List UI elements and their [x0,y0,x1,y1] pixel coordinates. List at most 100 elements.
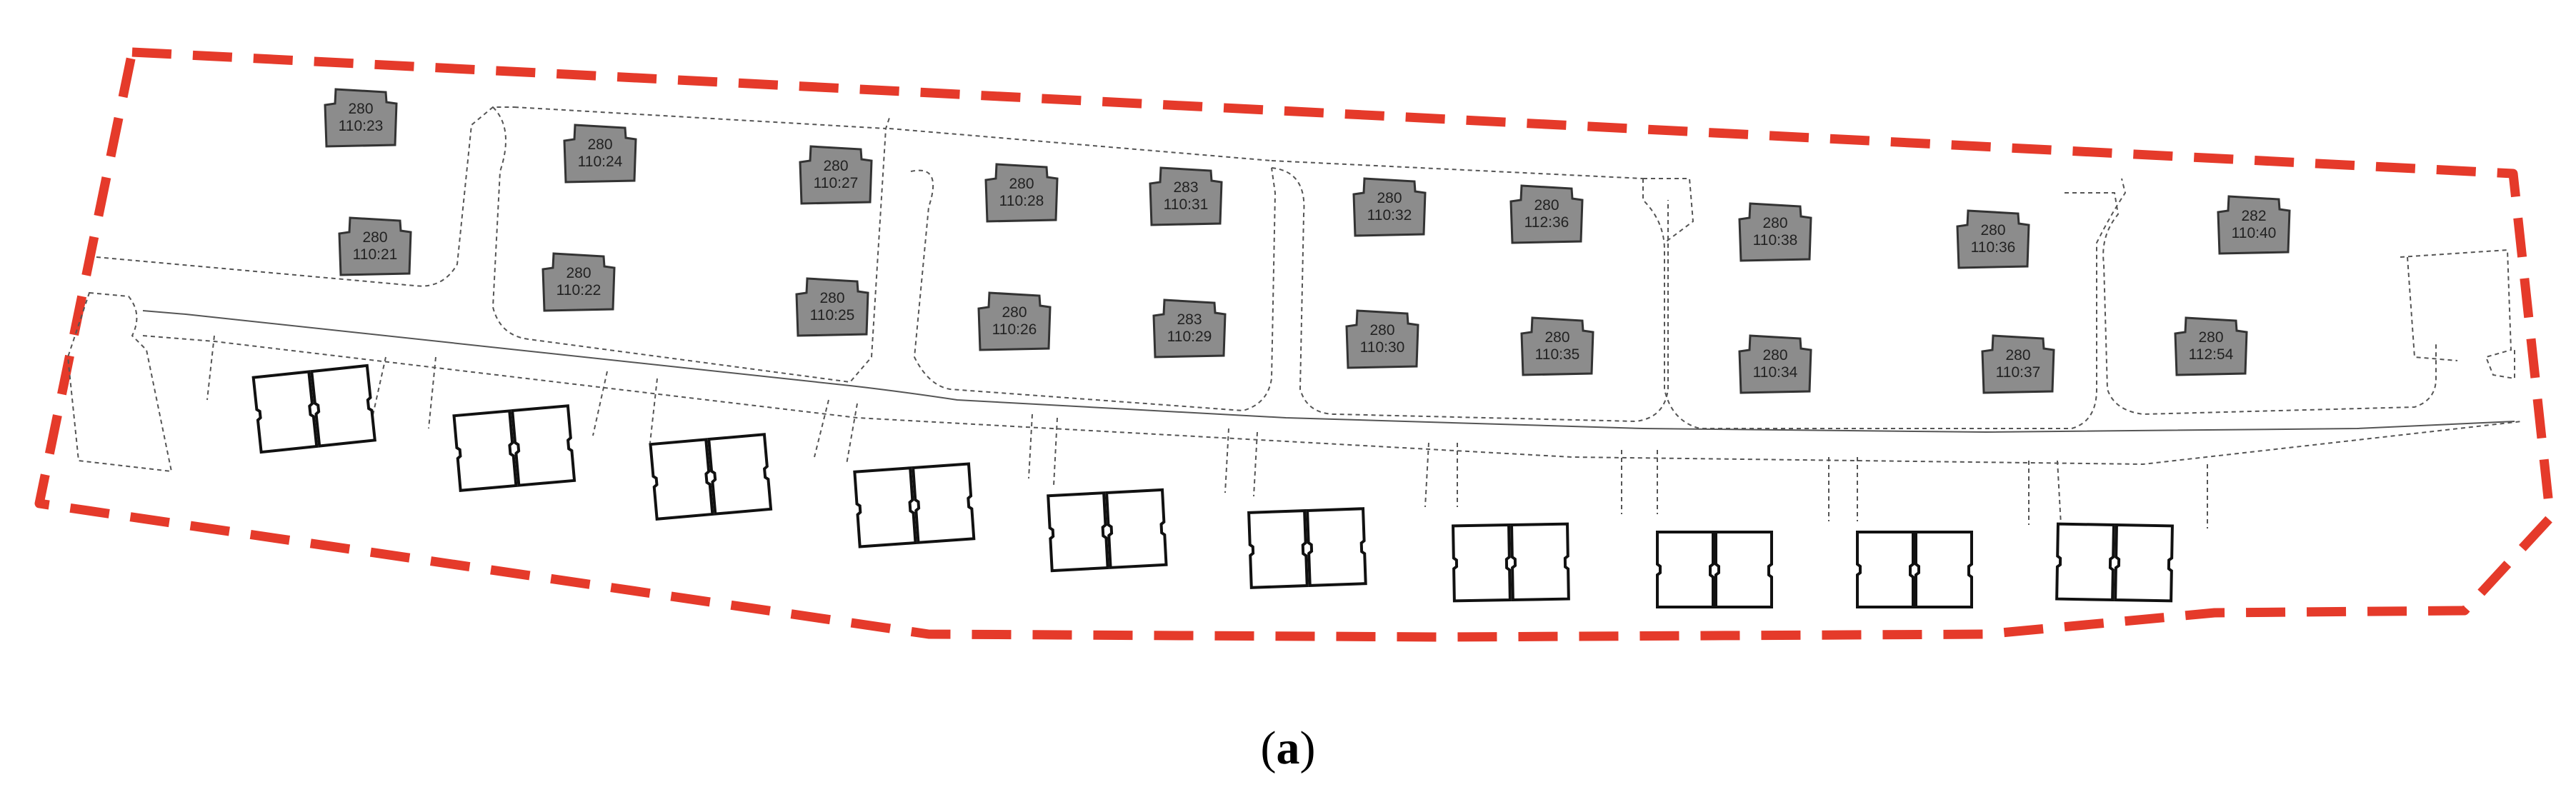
existing-building-footprint [338,216,412,276]
new-buildings [251,364,2174,608]
building-label-height: 280 [1762,215,1787,231]
building-label-id: 110:32 [1367,207,1412,224]
building-label-id: 110:29 [1167,329,1212,345]
building-label-id: 110:21 [353,246,398,263]
existing-building-footprint [1956,209,2030,269]
building-label-height: 280 [823,158,848,174]
new-building-unit [853,466,917,548]
building-label-height: 283 [1173,179,1198,196]
existing-building-footprint [2174,316,2248,376]
building-label-height: 280 [587,136,612,153]
new-building-unit [1656,531,1714,608]
new-building-unit [1452,523,1512,603]
site-boundary [34,47,2555,642]
new-building-pair [1047,488,1168,573]
turning-head-1 [1642,178,2127,429]
new-building-unit [2114,523,2174,603]
block-3 [910,167,1277,412]
existing-building-footprint [1152,299,1227,359]
block-4 [1271,167,1669,423]
building-label-height: 282 [2241,208,2266,224]
new-building-pair [649,433,773,521]
block-west [66,291,173,473]
new-building-pair [1452,522,1570,603]
new-building-unit [511,404,576,487]
building-label-height: 280 [348,101,373,117]
building-label-id: 112:36 [1524,214,1569,231]
main-road-south-edge [142,335,2522,466]
lot-lines [206,335,2208,528]
building-label-id: 110:27 [814,175,859,191]
new-building-unit [707,433,773,516]
new-building-unit [1914,531,1973,608]
building-label-id: 110:31 [1164,196,1209,213]
block-2-north [514,106,887,129]
building-label-height: 280 [1544,329,1569,346]
building-label-id: 110:23 [339,118,384,134]
block-2 [491,106,890,384]
building-label-id: 110:40 [2232,225,2277,241]
building-label-height: 280 [1369,322,1394,339]
new-building-unit [649,438,714,521]
new-building-unit [2055,522,2115,601]
building-label-id: 112:54 [2189,346,2234,363]
existing-building-footprint [1738,202,1812,262]
existing-building-footprint [2217,195,2291,255]
building-label-id: 110:24 [578,154,623,170]
new-building-unit [1047,491,1109,573]
road-network [66,106,2522,528]
building-label-id: 110:34 [1753,364,1798,381]
building-label-height: 280 [2198,329,2223,346]
building-label-id: 110:37 [1996,364,2041,381]
building-label-height: 280 [1762,347,1787,364]
new-building-unit [310,364,376,448]
new-building-unit [1510,522,1570,601]
building-label-height: 280 [362,229,387,246]
building-label-id: 110:36 [1971,239,2016,256]
existing-building-footprint [1738,334,1812,394]
turning-head-1-bulb [1643,178,1694,244]
building-label-height: 283 [1177,311,1202,328]
new-building-pair [1247,507,1367,589]
new-building-unit [1247,509,1309,589]
building-label-height: 280 [566,265,591,281]
block-nw [96,106,514,287]
existing-building-footprint [324,88,398,148]
building-label-height: 280 [1377,190,1402,206]
existing-building-footprint [795,277,869,337]
building-label-id: 110:35 [1535,346,1580,363]
figure-caption: (a) [1260,722,1316,774]
existing-building-footprint [541,252,616,312]
existing-building-footprint [1981,334,2055,394]
building-label-height: 280 [2005,347,2030,364]
building-label-id: 110:26 [992,321,1037,338]
new-building-unit [912,462,976,544]
building-label-height: 280 [1009,176,1034,192]
main-road-north-edge [142,310,2515,433]
caption-letter: a [1276,722,1300,774]
new-building-pair [1656,531,1773,608]
building-label-id: 110:38 [1753,232,1798,249]
building-label-id: 110:25 [810,307,855,324]
existing-building-footprint [799,145,873,205]
new-building-pair [853,462,976,548]
new-building-pair [452,404,576,492]
building-label-height: 280 [1002,304,1027,321]
site-plan-diagram: 280110:23280110:21280110:24280110:222801… [34,47,2555,642]
new-building-pair [2055,522,2174,603]
existing-building-footprint [977,291,1052,351]
building-label-height: 280 [1980,222,2005,239]
new-building-unit [452,409,518,492]
